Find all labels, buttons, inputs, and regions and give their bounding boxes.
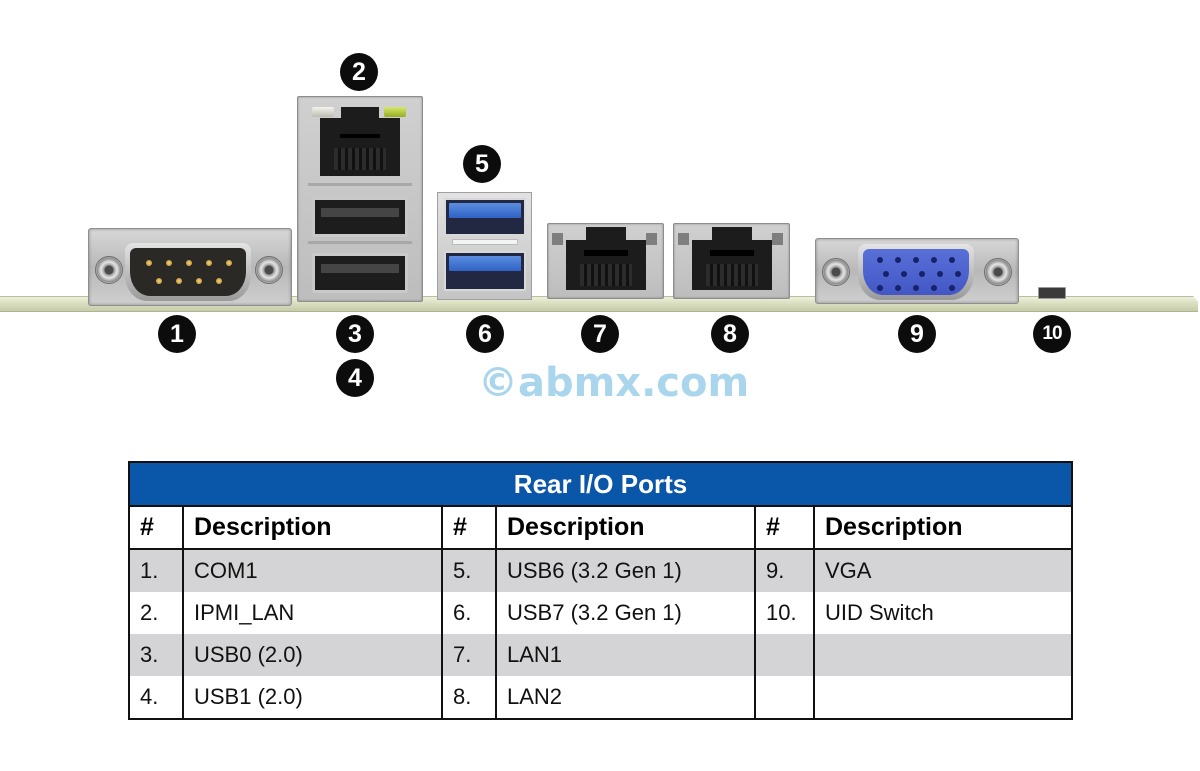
port-number: 6. (442, 592, 497, 634)
callout-badge-4: 4 (336, 359, 374, 397)
pin (206, 260, 212, 266)
activity-led (384, 107, 406, 117)
callout-badge-7: 7 (581, 315, 619, 353)
table-header-row: # Description # Description # Descriptio… (130, 506, 1071, 550)
column-header-description: Description (183, 506, 443, 550)
port-number (755, 676, 815, 718)
table-row: 1. COM1 5. USB6 (3.2 Gen 1) 9. VGA (130, 549, 1071, 592)
callout-badge-2: 2 (340, 53, 378, 91)
port-number: 4. (130, 676, 184, 718)
table-title: Rear I/O Ports (130, 463, 1071, 507)
rear-io-ports-table: Rear I/O Ports # Description # Descripti… (128, 461, 1073, 720)
callout-badge-5: 5 (463, 145, 501, 183)
pin-hole (919, 271, 925, 277)
screw-icon (822, 258, 850, 286)
ipmi-lan-port (320, 118, 400, 176)
pin-hole (895, 285, 901, 291)
pin-hole (931, 285, 937, 291)
column-header-number: # (755, 506, 815, 550)
callout-badge-6: 6 (466, 315, 504, 353)
pin (146, 260, 152, 266)
table-row: 4. USB1 (2.0) 8. LAN2 (130, 676, 1071, 718)
port-description: LAN1 (496, 634, 756, 676)
pin (216, 278, 222, 284)
port-description: VGA (814, 549, 1071, 592)
column-header-number: # (442, 506, 497, 550)
port-number: 1. (130, 549, 184, 592)
port-description: COM1 (183, 549, 443, 592)
pin (156, 278, 162, 284)
usb7-port (444, 251, 526, 291)
port-description: USB1 (2.0) (183, 676, 443, 718)
screw-icon (95, 256, 123, 284)
watermark: ©abmx.com (478, 360, 750, 406)
db9-connector (125, 243, 251, 301)
port-number: 7. (442, 634, 497, 676)
callout-badge-9: 9 (898, 315, 936, 353)
column-header-description: Description (814, 506, 1071, 550)
port-number: 5. (442, 549, 497, 592)
port-description: IPMI_LAN (183, 592, 443, 634)
uid-switch[interactable] (1038, 287, 1066, 299)
port-description: UID Switch (814, 592, 1071, 634)
pin-hole (913, 257, 919, 263)
port-number: 2. (130, 592, 184, 634)
ipmi-usb-stack (297, 96, 423, 302)
db15-connector (858, 244, 974, 300)
rear-io-illustration: 1 2 3 4 5 6 7 8 9 10 ©abmx.com (0, 53, 1198, 406)
pin (196, 278, 202, 284)
port-number: 8. (442, 676, 497, 718)
table-row: 3. USB0 (2.0) 7. LAN1 (130, 634, 1071, 676)
port-number: 9. (755, 549, 815, 592)
port-description: USB7 (3.2 Gen 1) (496, 592, 756, 634)
pin-hole (949, 257, 955, 263)
pin-hole (937, 271, 943, 277)
pin (176, 278, 182, 284)
usb6-port (444, 198, 526, 236)
callout-badge-3: 3 (336, 315, 374, 353)
port-number: 3. (130, 634, 184, 676)
pin-hole (949, 285, 955, 291)
lan1-port (547, 223, 664, 299)
pin-hole (913, 285, 919, 291)
com1-port (88, 228, 292, 306)
pin (226, 260, 232, 266)
port-number (755, 634, 815, 676)
pin-hole (931, 257, 937, 263)
callout-badge-1: 1 (158, 315, 196, 353)
vga-port (815, 238, 1019, 304)
pin-hole (877, 257, 883, 263)
pin-hole (901, 271, 907, 277)
pin (166, 260, 172, 266)
link-led (312, 107, 334, 117)
port-description: USB6 (3.2 Gen 1) (496, 549, 756, 592)
port-description (814, 676, 1071, 718)
port-description: USB0 (2.0) (183, 634, 443, 676)
port-description (814, 634, 1071, 676)
screw-icon (255, 256, 283, 284)
pin (186, 260, 192, 266)
lan2-port (673, 223, 790, 299)
pin-hole (895, 257, 901, 263)
port-description: LAN2 (496, 676, 756, 718)
port-number: 10. (755, 592, 815, 634)
column-header-description: Description (496, 506, 756, 550)
callout-badge-10: 10 (1033, 315, 1071, 353)
usb1-port (312, 253, 408, 293)
pin-hole (955, 271, 961, 277)
pin-hole (877, 285, 883, 291)
usb0-port (312, 197, 408, 237)
callout-badge-8: 8 (711, 315, 749, 353)
usb3-stack (437, 192, 532, 300)
screw-icon (984, 258, 1012, 286)
table-row: 2. IPMI_LAN 6. USB7 (3.2 Gen 1) 10. UID … (130, 592, 1071, 634)
pin-hole (883, 271, 889, 277)
column-header-number: # (130, 506, 184, 550)
